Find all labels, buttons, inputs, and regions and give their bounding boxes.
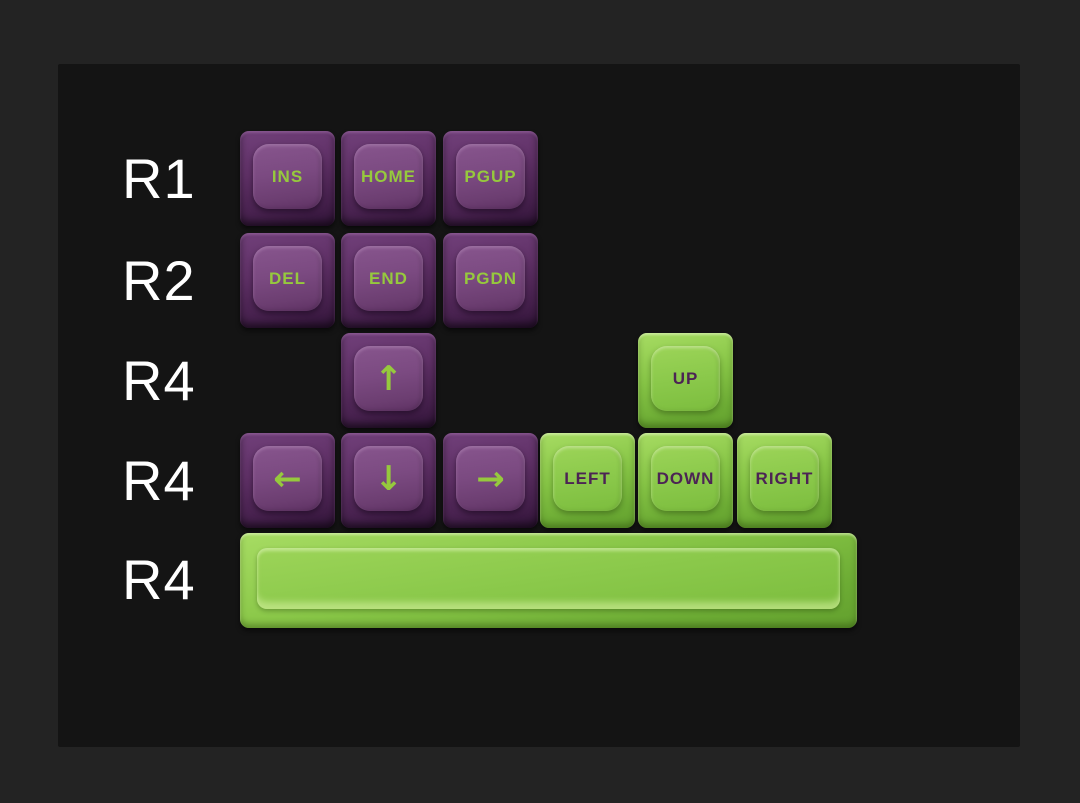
key-legend: DOWN	[656, 469, 715, 488]
key-legend: PGDN	[463, 269, 518, 288]
key-spacebar	[240, 533, 857, 628]
arrow-right-icon: →	[476, 458, 505, 499]
key-legend: UP	[672, 369, 699, 388]
row-label-r4-bottom: R4	[122, 548, 196, 611]
key-legend: HOME	[361, 167, 416, 186]
keycap-face: HOME	[354, 144, 423, 209]
arrow-up-icon: ↑	[374, 358, 403, 399]
key-arrow-right: →	[443, 433, 538, 528]
key-up: UP	[638, 333, 733, 428]
keycap-board-panel: R1 R2 R4 R4 R4 INS HOME PGUP DEL	[58, 64, 1020, 747]
key-down: DOWN	[638, 433, 733, 528]
key-right: RIGHT	[737, 433, 832, 528]
key-ins: INS	[240, 131, 335, 226]
keycap-face: DEL	[253, 246, 322, 311]
keycap-face: PGDN	[456, 246, 525, 311]
keycap-face: →	[456, 446, 525, 511]
keycap-face	[257, 548, 840, 609]
keycap-face: PGUP	[456, 144, 525, 209]
row-label-r4-top: R4	[122, 349, 196, 412]
keycap-face: UP	[651, 346, 720, 411]
key-arrow-down: ↓	[341, 433, 436, 528]
key-home: HOME	[341, 131, 436, 226]
keycap-face: LEFT	[553, 446, 622, 511]
keycap-face: ↓	[354, 446, 423, 511]
keycap-face: ←	[253, 446, 322, 511]
key-legend: END	[369, 269, 408, 288]
row-label-r2: R2	[122, 249, 196, 312]
key-left: LEFT	[540, 433, 635, 528]
key-del: DEL	[240, 233, 335, 328]
keycap-face: INS	[253, 144, 322, 209]
key-legend: RIGHT	[755, 469, 814, 488]
key-end: END	[341, 233, 436, 328]
key-legend: INS	[271, 167, 304, 186]
key-arrow-left: ←	[240, 433, 335, 528]
row-label-r1: R1	[122, 147, 196, 210]
key-pgdn: PGDN	[443, 233, 538, 328]
key-arrow-up: ↑	[341, 333, 436, 428]
arrow-left-icon: ←	[273, 458, 302, 499]
key-pgup: PGUP	[443, 131, 538, 226]
keycap-face: ↑	[354, 346, 423, 411]
keycap-face: DOWN	[651, 446, 720, 511]
keycap-face: END	[354, 246, 423, 311]
arrow-down-icon: ↓	[374, 458, 403, 499]
keycap-face: RIGHT	[750, 446, 819, 511]
key-legend: DEL	[269, 269, 306, 288]
key-legend: PGUP	[464, 167, 517, 186]
row-label-r4-mid: R4	[122, 449, 196, 512]
key-legend: LEFT	[564, 469, 611, 488]
